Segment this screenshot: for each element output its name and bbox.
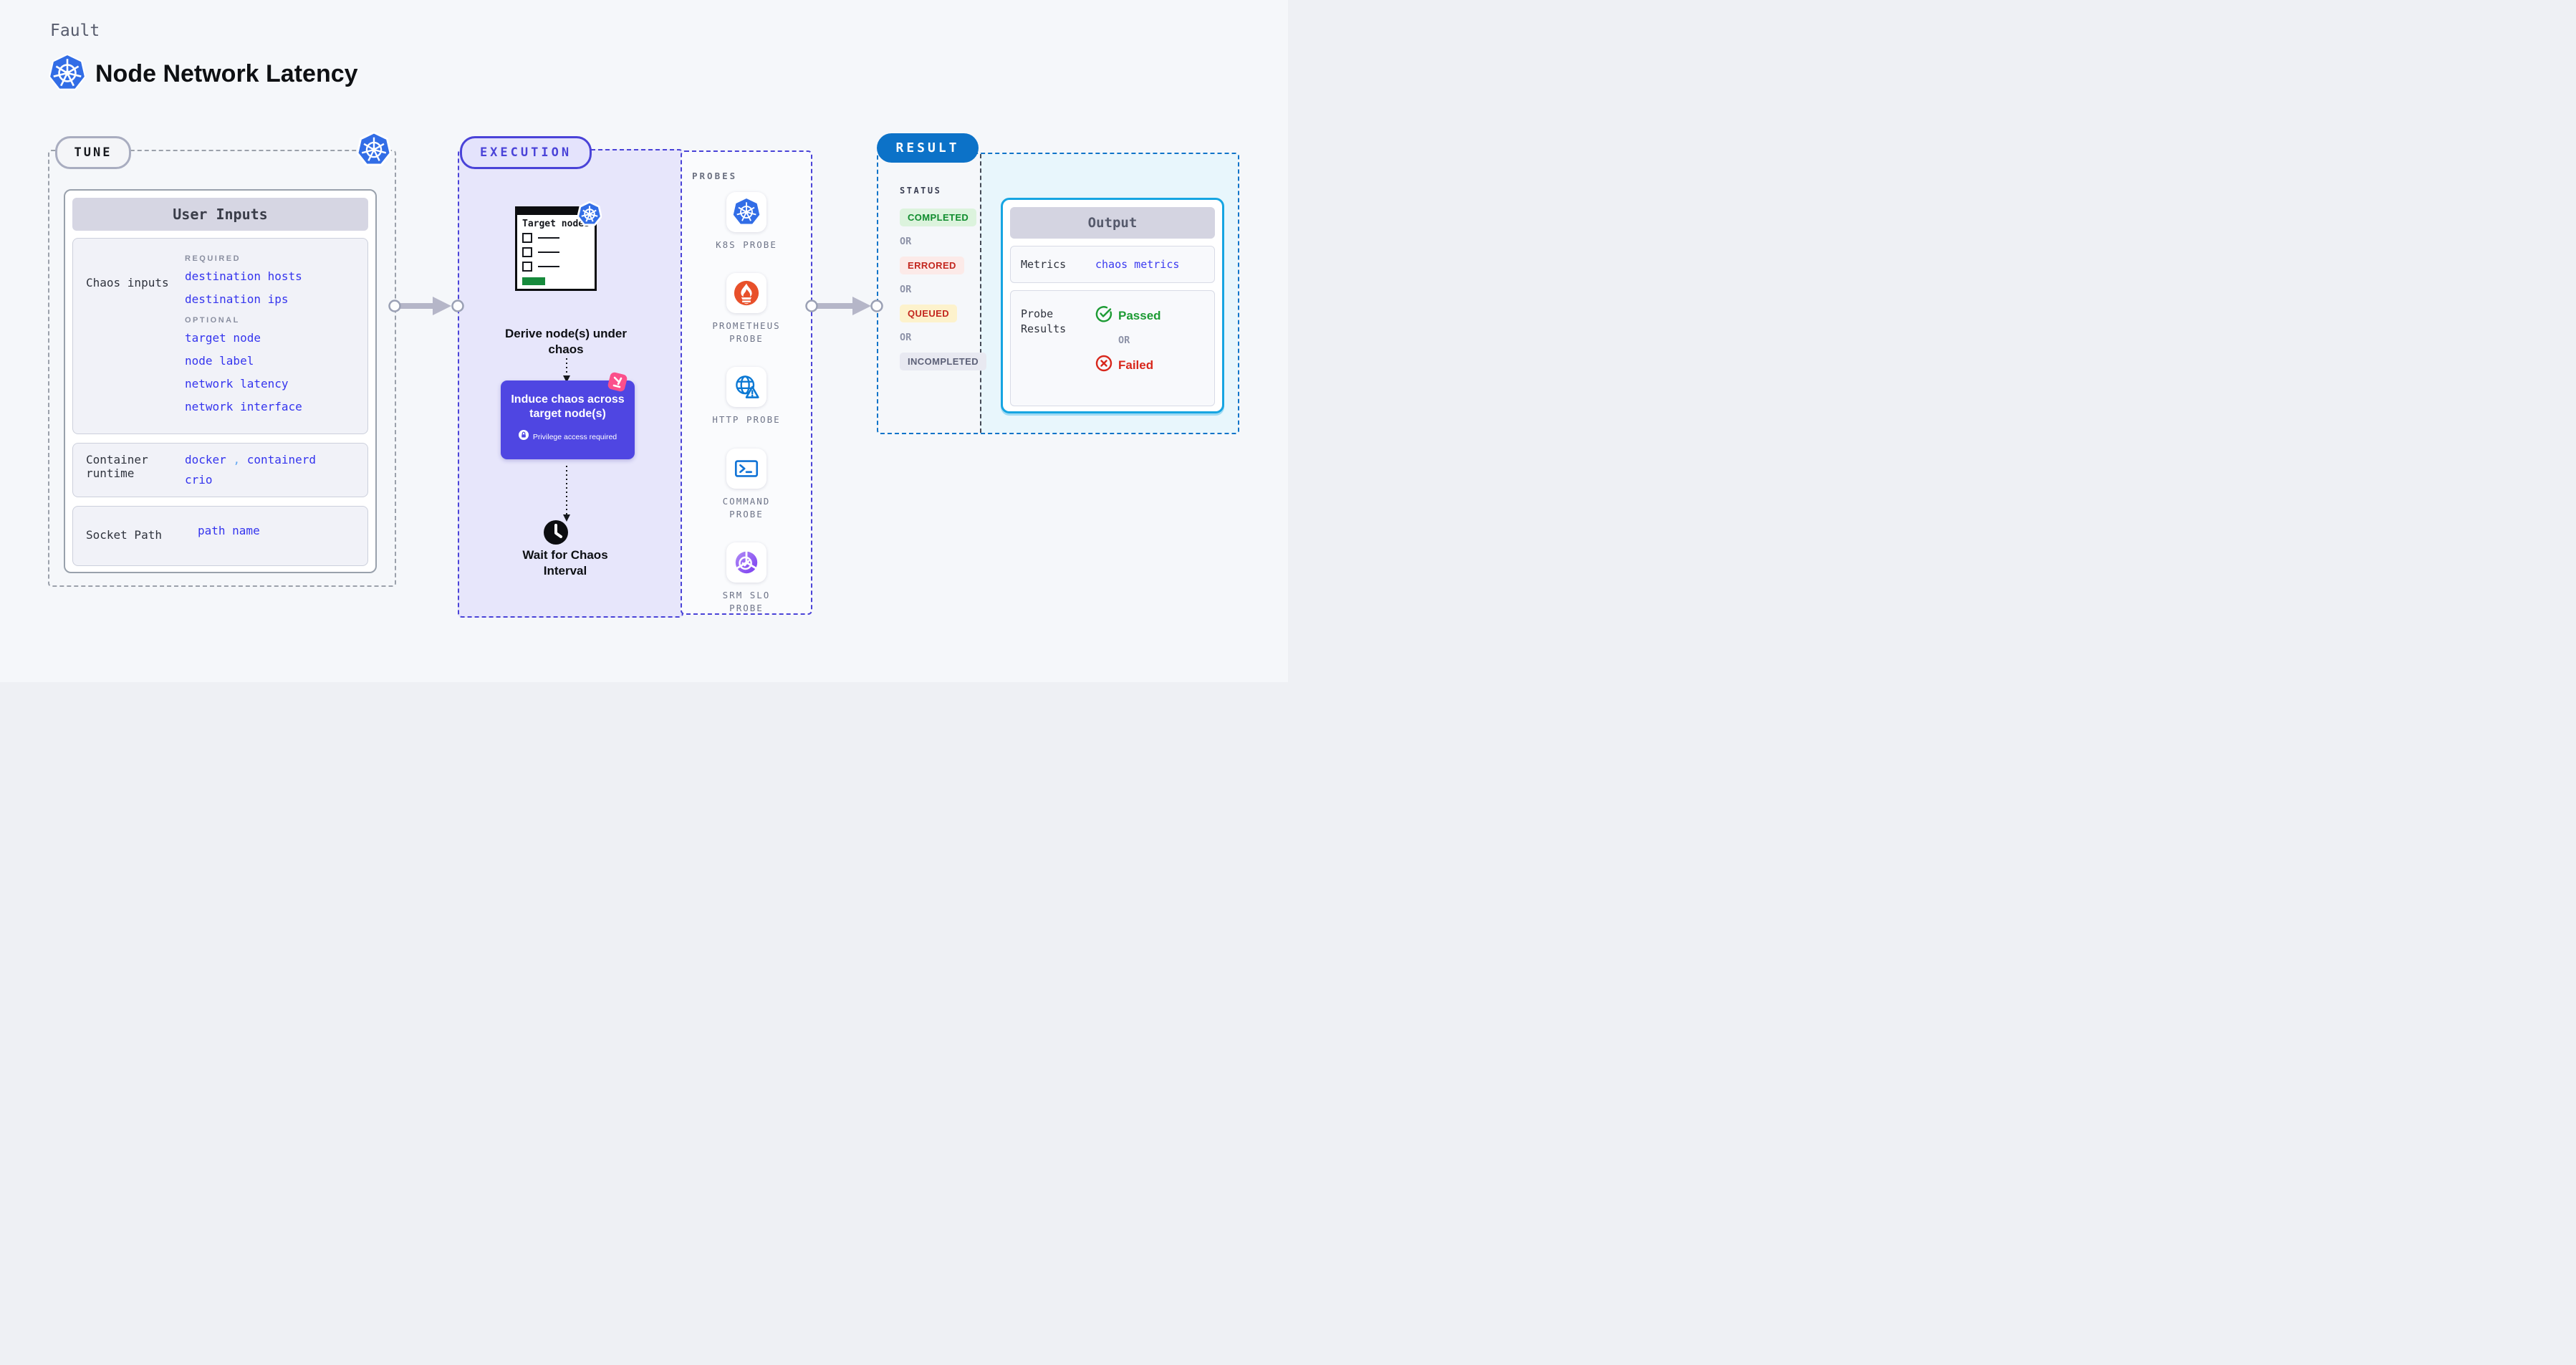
passed-label: Passed <box>1118 308 1161 322</box>
container-runtime-label: Container runtime <box>86 453 148 480</box>
clock-icon <box>542 519 569 550</box>
runtime-separator: , <box>233 453 241 466</box>
status-badge-errored: ERRORED <box>900 257 964 274</box>
wait-step-label: Wait for Chaos Interval <box>522 548 608 578</box>
chaos-pinwheel-icon <box>605 370 630 398</box>
down-arrow-connector <box>563 466 570 522</box>
or-label: OR <box>900 236 912 247</box>
input-link-node-label[interactable]: node label <box>185 354 254 368</box>
checkbox-icon <box>522 246 532 257</box>
user-inputs-card: User Inputs Chaos inputs REQUIRED destin… <box>64 189 377 573</box>
metrics-value-link[interactable]: chaos metrics <box>1095 258 1180 271</box>
or-label: OR <box>1118 335 1130 346</box>
status-heading: STATUS <box>900 186 942 196</box>
container-runtime-section: Container runtime docker , containerd cr… <box>72 443 368 497</box>
kubernetes-icon <box>726 192 766 232</box>
kubernetes-icon <box>577 201 602 231</box>
socket-path-section: Socket Path path name <box>72 506 368 566</box>
probe-item-srm-slo: SRM SLO PROBE <box>703 542 789 615</box>
target-nodes-title: Target nodes <box>522 219 590 229</box>
output-header: Output <box>1010 207 1215 239</box>
node-row <box>517 246 595 262</box>
probe-label: PROMETHEUS PROBE <box>712 320 781 345</box>
probes-to-result-arrow <box>805 297 883 315</box>
output-card: Output Metrics chaos metrics Probe Resul… <box>1001 198 1224 413</box>
probe-item-prometheus: PROMETHEUS PROBE <box>703 273 789 345</box>
kubernetes-icon <box>48 53 87 97</box>
slo-check-icon <box>726 542 766 583</box>
or-label: OR <box>900 332 912 343</box>
input-link-destination-ips[interactable]: destination ips <box>185 292 289 306</box>
probes-panel: PROBES K8S P <box>681 150 812 615</box>
or-label: OR <box>900 284 912 295</box>
chaos-inputs-label: Chaos inputs <box>86 276 169 289</box>
passed-row: Passed <box>1095 305 1161 326</box>
probes-heading: PROBES <box>692 171 738 181</box>
input-link-destination-hosts[interactable]: destination hosts <box>185 269 302 283</box>
tune-to-execution-arrow <box>388 297 464 315</box>
chaos-inputs-section: Chaos inputs REQUIRED destination hosts … <box>72 238 368 434</box>
metrics-row: Metrics chaos metrics <box>1010 246 1215 283</box>
x-circle-icon <box>1095 355 1112 375</box>
result-badge: RESULT <box>877 133 979 163</box>
kubernetes-icon <box>356 131 392 172</box>
status-badge-queued: QUEUED <box>900 305 958 322</box>
socket-path-link[interactable]: path name <box>198 524 260 537</box>
node-row <box>517 261 595 276</box>
input-link-network-latency[interactable]: network latency <box>185 377 289 391</box>
terminal-icon <box>726 448 766 489</box>
socket-path-label: Socket Path <box>86 528 162 542</box>
probe-label: COMMAND PROBE <box>722 495 771 519</box>
probe-item-http: HTTP PROBE <box>703 367 789 426</box>
node-line <box>538 265 559 267</box>
probe-label: SRM SLO PROBE <box>722 589 771 613</box>
probe-label: K8S PROBE <box>716 239 777 250</box>
derive-step-label: Derive node(s) under chaos <box>504 327 628 357</box>
execution-badge: EXECUTION <box>460 136 592 169</box>
page-title: Node Network Latency <box>95 60 358 87</box>
lock-icon <box>518 430 529 444</box>
node-line <box>538 236 559 239</box>
checkbox-icon <box>522 261 532 272</box>
checkbox-icon <box>522 232 532 243</box>
probe-item-k8s: K8S PROBE <box>703 192 789 252</box>
probe-label: HTTP PROBE <box>712 414 781 426</box>
induce-step-label: Induce chaos across target node(s) <box>511 393 625 420</box>
status-badge-incompleted: INCOMPLETED <box>900 353 987 370</box>
fault-eyebrow: Fault <box>50 21 100 40</box>
select-button-bar <box>522 277 545 285</box>
tune-badge: TUNE <box>55 136 131 169</box>
metrics-label: Metrics <box>1021 257 1067 271</box>
runtime-link-containerd[interactable]: containerd <box>246 453 317 466</box>
induce-chaos-card: Induce chaos across target node(s) Privi… <box>501 380 635 459</box>
target-nodes-window: Target nodes <box>515 206 597 291</box>
required-heading: REQUIRED <box>185 254 241 263</box>
down-arrow-connector <box>563 358 570 383</box>
status-badge-completed: COMPLETED <box>900 209 977 226</box>
input-link-target-node[interactable]: target node <box>185 331 261 345</box>
fault-diagram: Fault Node Network Latency TUNE <box>0 0 1288 682</box>
runtime-link-docker[interactable]: docker <box>185 453 226 466</box>
globe-alert-icon <box>726 367 766 408</box>
user-inputs-header: User Inputs <box>72 198 368 231</box>
optional-heading: OPTIONAL <box>185 316 240 325</box>
probe-results-label: Probe Results <box>1021 307 1067 335</box>
input-link-network-interface[interactable]: network interface <box>185 400 302 413</box>
node-row <box>517 232 595 247</box>
probe-results-row: Probe Results Passed OR <box>1010 290 1215 406</box>
privilege-note: Privilege access required <box>532 432 617 441</box>
prometheus-icon <box>726 273 766 314</box>
window-titlebar <box>517 209 595 215</box>
check-circle-icon <box>1095 305 1112 326</box>
failed-label: Failed <box>1118 358 1154 372</box>
node-line <box>538 251 559 253</box>
runtime-link-crio[interactable]: crio <box>185 473 213 487</box>
failed-row: Failed <box>1095 355 1161 375</box>
tune-panel <box>48 150 396 587</box>
probe-item-command: COMMAND PROBE <box>703 448 789 521</box>
